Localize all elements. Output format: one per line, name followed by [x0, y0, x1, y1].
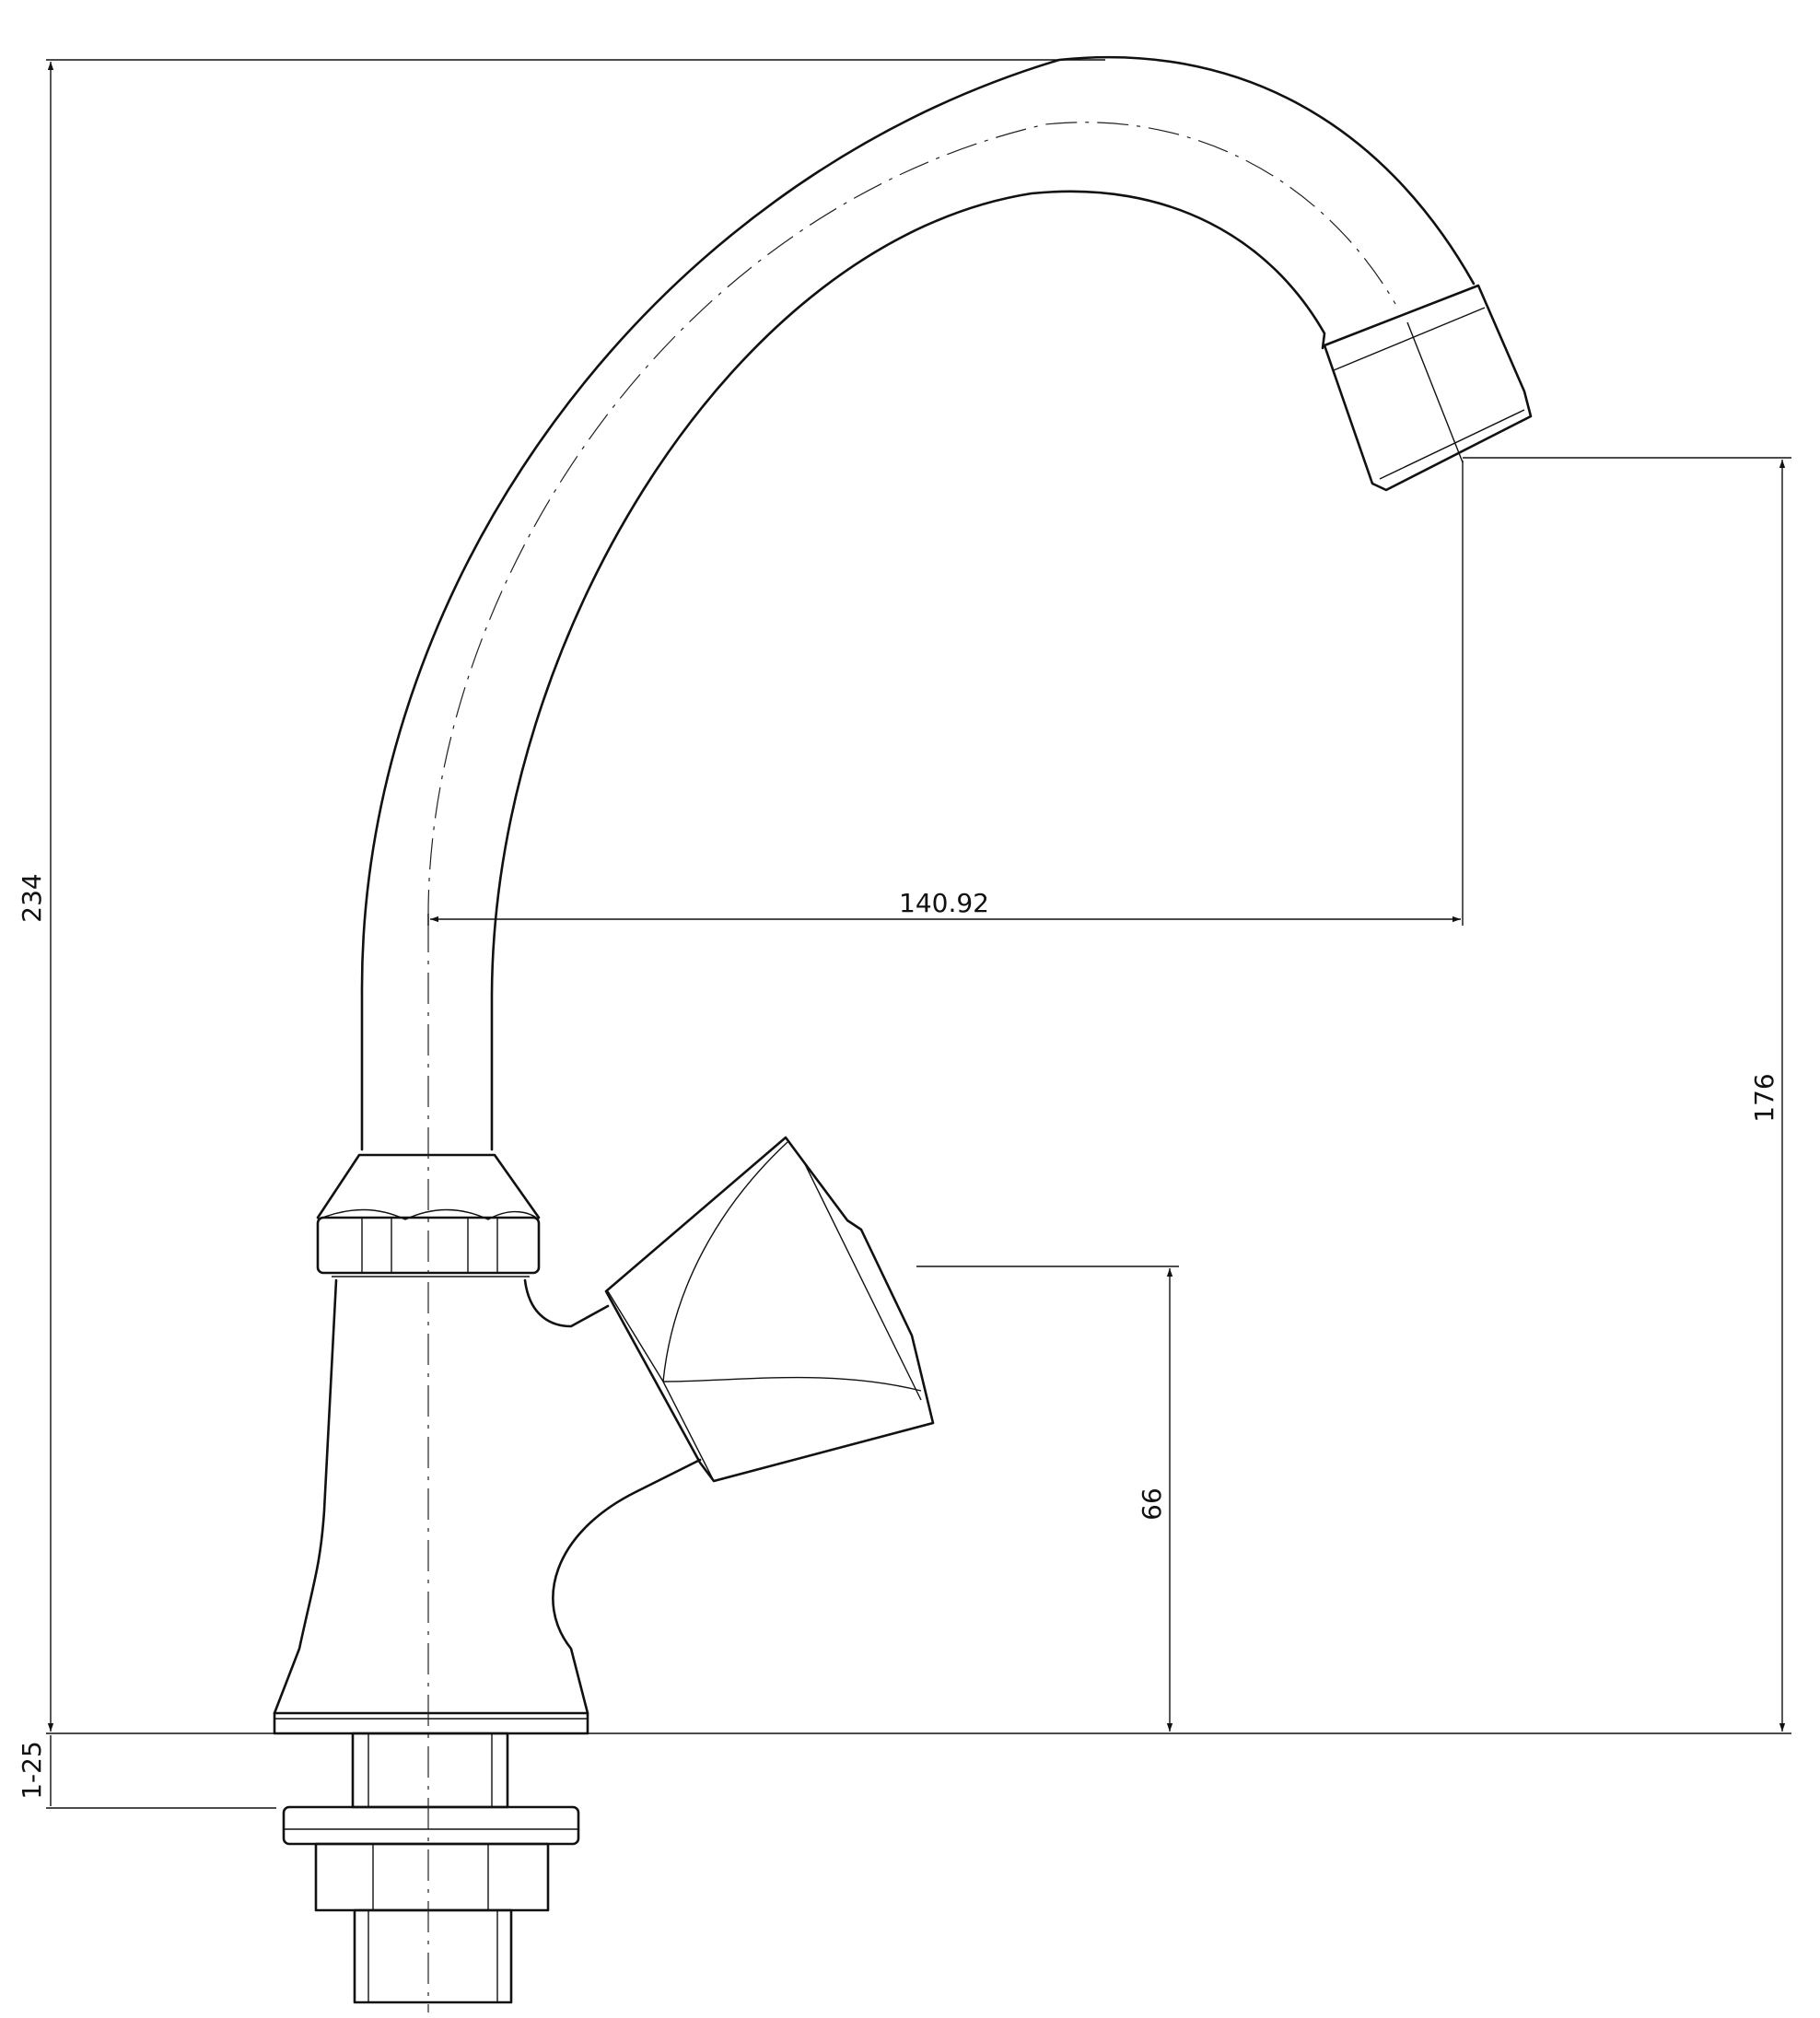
aerator: [1323, 284, 1533, 492]
mounting-shank: [282, 1732, 580, 2004]
dimension-spout-outlet-height-label: 176: [1749, 1073, 1779, 1122]
body-base-flange: [273, 1711, 589, 1735]
mounting-washer: [282, 1805, 580, 1846]
handle-cap: [604, 1136, 935, 1483]
dimension-mounting-thickness-label: 1-25: [17, 1741, 47, 1800]
mounting-nut: [314, 1842, 550, 1912]
dimension-handle-height-label: 66: [1137, 1487, 1167, 1521]
spout-outer-contour: [360, 55, 1476, 1151]
dimension-overall-height: 234: [17, 62, 54, 1732]
handle: [604, 1136, 935, 1483]
dimension-overall-height-label: 234: [17, 873, 47, 922]
extension-lines: [46, 59, 1791, 1809]
dimension-mounting-thickness: 1-25: [17, 1735, 52, 1806]
spout-centerline: [427, 122, 1396, 922]
spout-inner-contour: [490, 190, 1326, 1151]
dimension-spout-outlet-height: 176: [1749, 460, 1786, 1732]
spout: [360, 55, 1476, 1151]
dimension-spout-reach: 140.92: [430, 888, 1461, 923]
threaded-tail: [353, 1908, 513, 2004]
body-right-contour: [523, 1278, 610, 1328]
aerator-sleeve: [1323, 284, 1533, 492]
dimension-handle-height: 66: [1137, 1268, 1173, 1732]
body-left-contour: [273, 1278, 338, 1715]
dimension-spout-reach-label: 140.92: [899, 888, 989, 918]
